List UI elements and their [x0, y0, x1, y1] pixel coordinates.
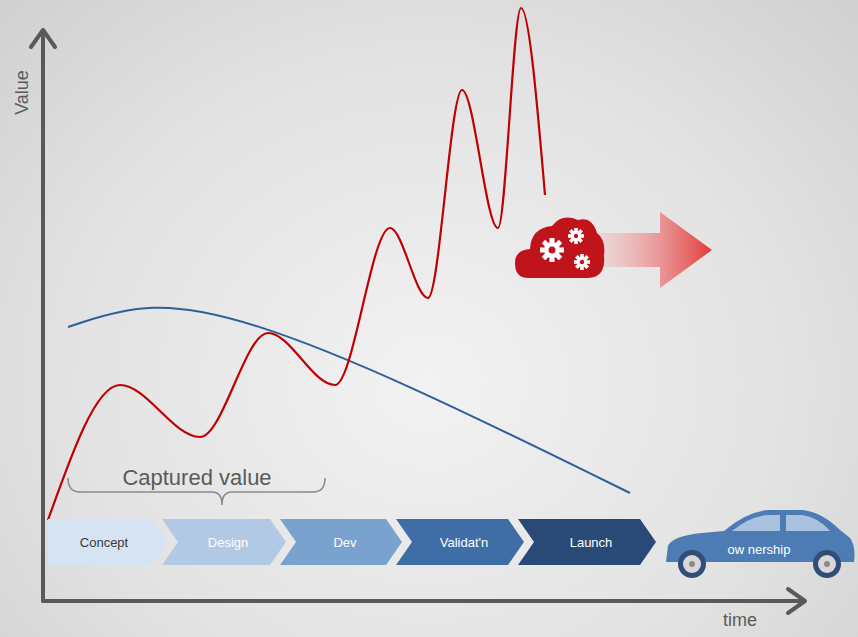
stage-label: Concept — [80, 535, 128, 550]
stage-label: Launch — [570, 535, 613, 550]
process-chevron: Design — [162, 519, 286, 565]
stage-label: Dev — [333, 535, 356, 550]
value-curve — [68, 308, 630, 493]
stage-label: Design — [208, 535, 248, 550]
car-label: ow nership — [728, 542, 791, 557]
axis-title: Value — [12, 70, 33, 115]
bracket-label: Captured value — [122, 465, 271, 491]
stage-label: Validat'n — [440, 535, 489, 550]
cloud-icon — [515, 218, 604, 278]
axis-title: time — [723, 610, 757, 631]
value-curve — [48, 8, 545, 520]
process-chevron: Launch — [518, 519, 656, 565]
car-outline — [662, 490, 857, 582]
axes — [31, 30, 805, 613]
car-shape: ow nership — [662, 490, 857, 582]
process-chevron: Dev — [280, 519, 402, 565]
cloud-arrow — [588, 212, 712, 288]
process-chevron: Validat'n — [396, 519, 524, 565]
process-chevron: Concept — [48, 519, 168, 565]
